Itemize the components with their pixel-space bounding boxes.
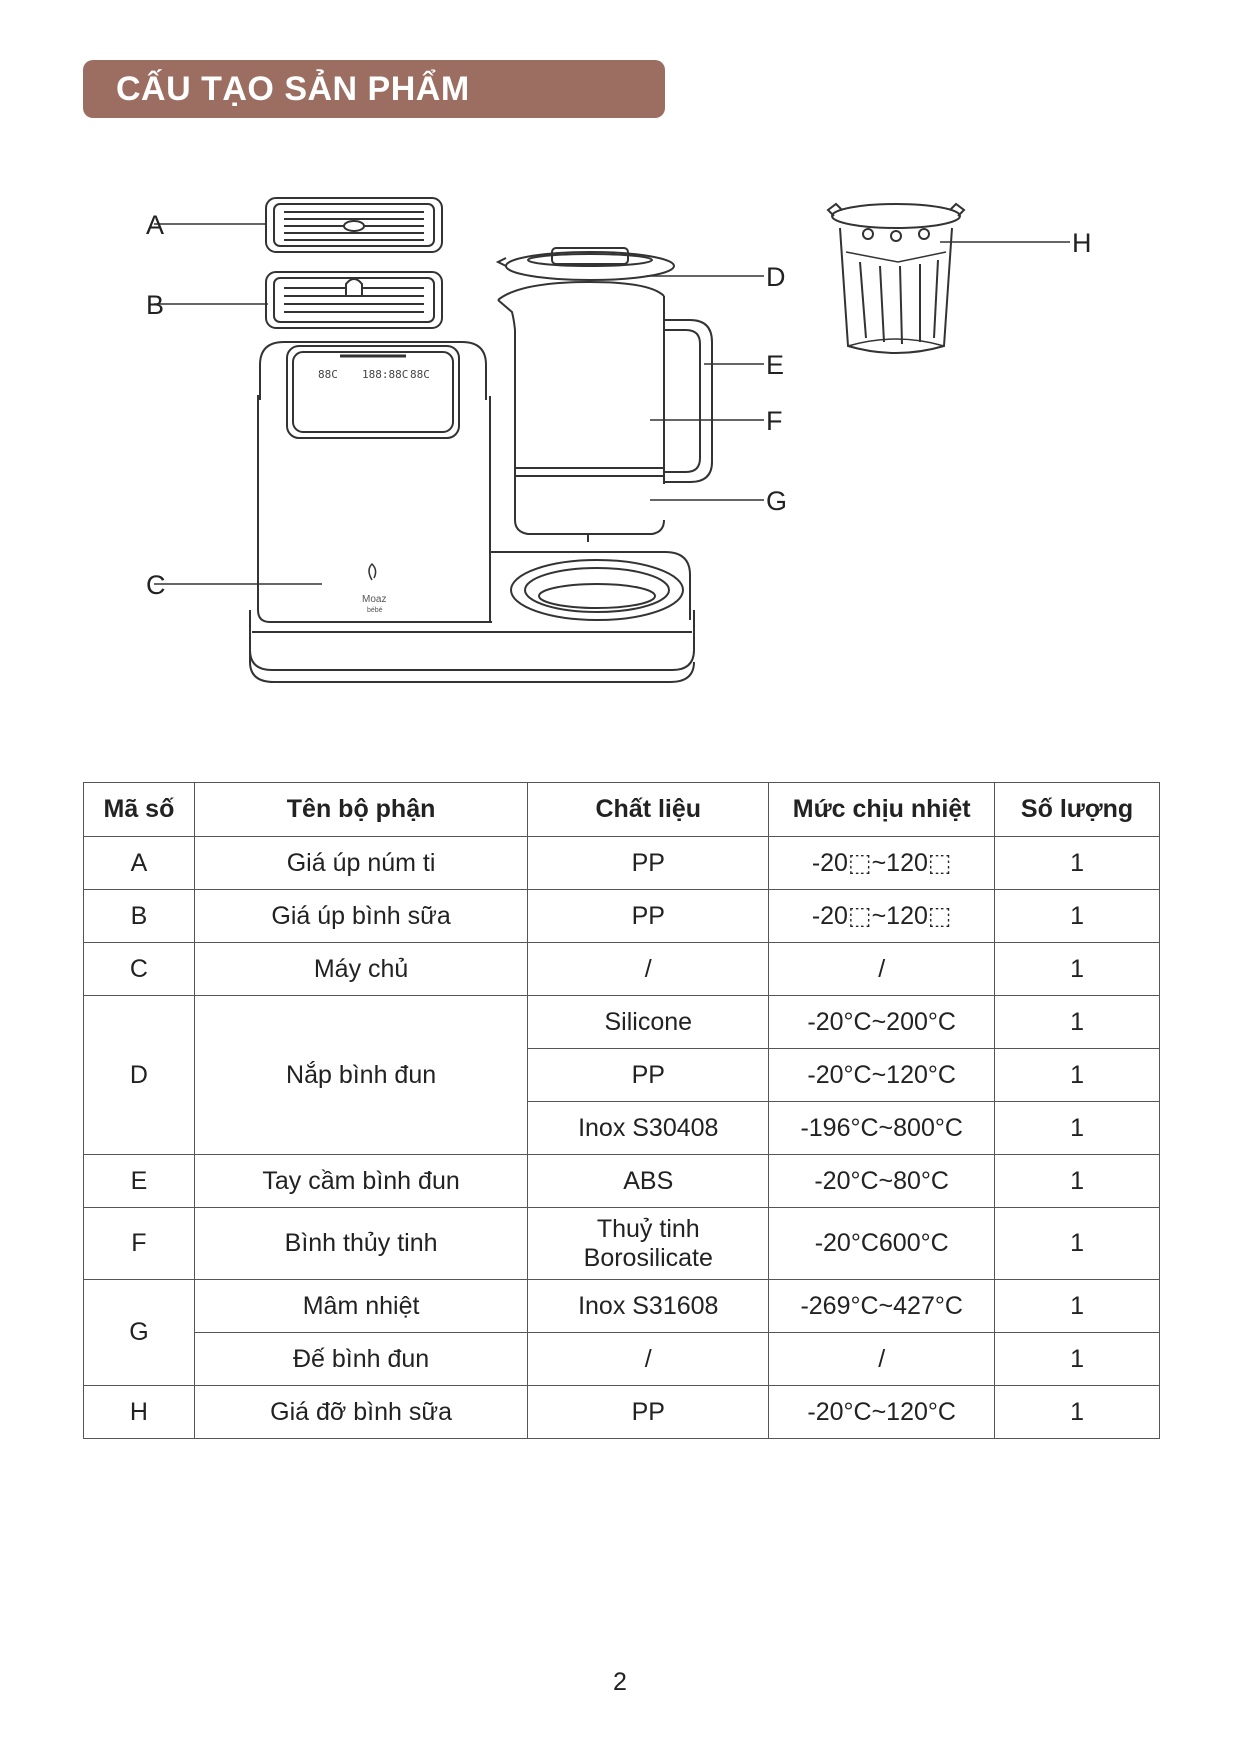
cell-temperature: / [768, 942, 996, 996]
cell-name: Tay cầm bình đun [193, 1154, 529, 1208]
cell-quantity: 1 [994, 1101, 1160, 1155]
cell-quantity: 1 [994, 836, 1160, 890]
cell-temperature: -20°C~120°C [768, 1385, 996, 1439]
cell-temperature: -269°C~427°C [768, 1279, 996, 1333]
label-C: C [146, 570, 166, 600]
cell-name: Bình thủy tinh [193, 1207, 529, 1280]
label-F: F [766, 406, 783, 436]
cell-material: Thuỷ tinh Borosilicate [527, 1207, 770, 1280]
cell-quantity: 1 [994, 1332, 1160, 1386]
table-header-row: Mã số Tên bộ phận Chất liệu Mức chịu nhi… [83, 782, 1160, 837]
cell-code: D [83, 995, 195, 1155]
table-row: G Mâm nhiệt Inox S31608 -269°C~427°C 1 [83, 1279, 1160, 1386]
header-quantity: Số lượng [994, 782, 1160, 837]
cell-material: PP [527, 836, 770, 890]
cell-material: Silicone [527, 995, 770, 1049]
cell-quantity: 1 [994, 1048, 1160, 1102]
cell-code: H [83, 1385, 195, 1439]
product-diagram: 88C 188:88C 88C Moaz bébé A B C D E F G … [0, 170, 1240, 700]
cell-quantity: 1 [994, 1154, 1160, 1208]
cell-name: Mâm nhiệt [193, 1279, 529, 1333]
cell-code: E [83, 1154, 195, 1208]
cell-quantity: 1 [994, 1279, 1160, 1333]
cell-quantity: 1 [994, 995, 1160, 1049]
cell-material: PP [527, 1048, 770, 1102]
label-H: H [1072, 228, 1092, 258]
table-row: H Giá đỡ bình sữa PP -20°C~120°C 1 [83, 1385, 1160, 1439]
table-row: PP -20°C~120°C 1 [84, 1048, 1160, 1102]
cell-material: ABS [527, 1154, 770, 1208]
cell-material: Inox S31608 [527, 1279, 770, 1333]
display-digits-left: 88C [318, 368, 338, 381]
cell-temperature: -196°C~800°C [768, 1101, 996, 1155]
cell-material: Inox S30408 [527, 1101, 770, 1155]
header-temperature: Mức chịu nhiệt [768, 782, 996, 837]
display-digits-right: 88C [410, 368, 430, 381]
cell-material: / [527, 942, 770, 996]
cell-temperature: -20°C~200°C [768, 995, 996, 1049]
label-G: G [766, 486, 787, 516]
header-name: Tên bộ phận [193, 782, 529, 837]
cell-code: F [83, 1207, 195, 1280]
bottle-holder-illustration [826, 202, 966, 354]
table-row: E Tay cầm bình đun ABS -20°C~80°C 1 [83, 1154, 1160, 1208]
cell-name: Đế bình đun [193, 1332, 529, 1386]
table-row: A Giá úp núm ti PP -20⬚~120⬚ 1 [83, 836, 1160, 890]
cell-temperature: / [768, 1332, 996, 1386]
cell-temperature: -20⬚~120⬚ [768, 836, 996, 890]
cell-quantity: 1 [994, 942, 1160, 996]
product-exploded-illustration: 88C 188:88C 88C Moaz bébé A B C D E F G … [146, 197, 1092, 683]
table-row: C Máy chủ / / 1 [83, 942, 1160, 996]
table-row: Đế bình đun / / 1 [84, 1332, 1160, 1386]
parts-table: Mã số Tên bộ phận Chất liệu Mức chịu nhi… [83, 782, 1160, 1439]
table-row: D Nắp bình đun Silicone -20°C~200°C 1 [83, 995, 1160, 1155]
label-A: A [146, 210, 164, 240]
cell-code: G [83, 1279, 195, 1386]
brand-logo-subtext: bébé [367, 607, 383, 614]
cell-quantity: 1 [994, 889, 1160, 943]
cell-material: PP [527, 889, 770, 943]
label-E: E [766, 350, 784, 380]
cell-name: Giá đỡ bình sữa [193, 1385, 529, 1439]
kettle-illustration [497, 280, 713, 542]
bottle-rack-illustration [265, 271, 443, 329]
cell-quantity: 1 [994, 1385, 1160, 1439]
label-B: B [146, 290, 164, 320]
cell-temperature: -20°C600°C [768, 1207, 996, 1280]
cell-material: PP [527, 1385, 770, 1439]
cell-temperature: -20⬚~120⬚ [768, 889, 996, 943]
nipple-rack-illustration [265, 197, 443, 253]
cell-code: B [83, 889, 195, 943]
cell-material: / [527, 1332, 770, 1386]
table-row: B Giá úp bình sữa PP -20⬚~120⬚ 1 [83, 889, 1160, 943]
table-row: F Bình thủy tinh Thuỷ tinh Borosilicate … [83, 1207, 1160, 1280]
cell-quantity: 1 [994, 1207, 1160, 1280]
cell-name: Nắp bình đun [193, 995, 529, 1155]
header-material: Chất liệu [527, 782, 770, 837]
main-unit-illustration [249, 341, 695, 683]
table-row: Inox S30408 -196°C~800°C 1 [84, 1101, 1160, 1155]
cell-name: Giá úp núm ti [193, 836, 529, 890]
header-code: Mã số [83, 782, 195, 837]
brand-logo-text: Moaz [362, 594, 386, 605]
cell-code: C [83, 942, 195, 996]
display-digits-middle: 188:88C [362, 368, 408, 381]
cell-name: Máy chủ [193, 942, 529, 996]
cell-temperature: -20°C~120°C [768, 1048, 996, 1102]
cell-temperature: -20°C~80°C [768, 1154, 996, 1208]
section-title: CẤU TẠO SẢN PHẨM [83, 60, 665, 118]
cell-code: A [83, 836, 195, 890]
kettle-lid-illustration [495, 247, 675, 281]
label-D: D [766, 262, 786, 292]
cell-name: Giá úp bình sữa [193, 889, 529, 943]
page-number: 2 [613, 1668, 627, 1696]
